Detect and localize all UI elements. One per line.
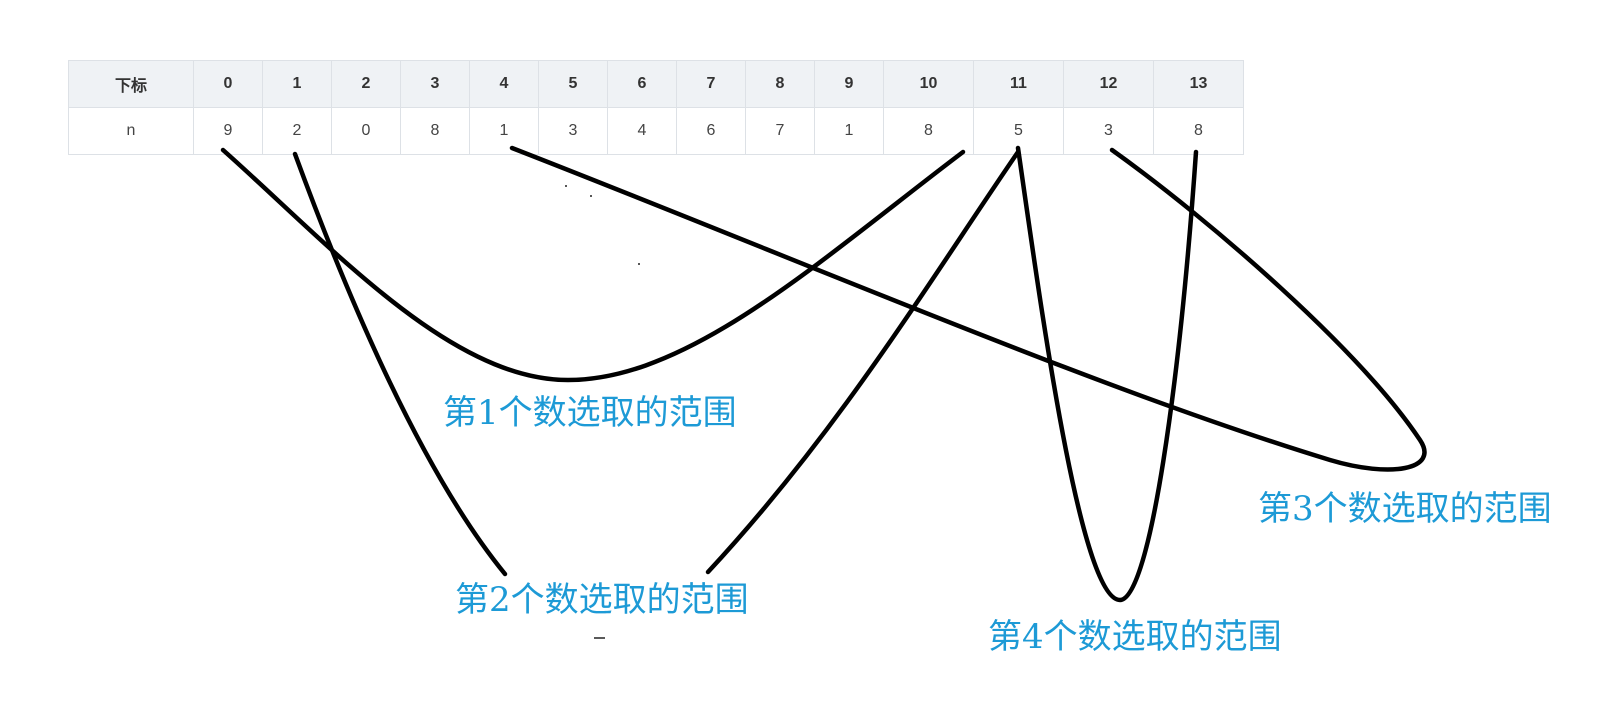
index-cell: 12 (1063, 60, 1154, 108)
value-cell: 0 (331, 107, 401, 155)
stray-mark (590, 195, 592, 197)
value-cell: 8 (1153, 107, 1244, 155)
value-cell: 4 (607, 107, 677, 155)
range3-curve (509, 145, 1427, 472)
stray-mark (638, 263, 640, 265)
row-label-cell: n (68, 107, 194, 155)
range2-curve-right (705, 149, 1021, 575)
value-cell: 6 (676, 107, 746, 155)
index-cell: 11 (973, 60, 1064, 108)
value-cell: 8 (400, 107, 470, 155)
index-cell: 8 (745, 60, 815, 108)
value-cell: 8 (883, 107, 974, 155)
index-cell: 9 (814, 60, 884, 108)
value-cell: 1 (814, 107, 884, 155)
index-cell: 7 (676, 60, 746, 108)
range4-curve (1015, 145, 1199, 603)
range3-label: 第3个数选取的范围 (1258, 489, 1552, 529)
range1-curve (220, 147, 966, 383)
index-cell: 3 (400, 60, 470, 108)
value-cell: 1 (469, 107, 539, 155)
value-cell: 3 (1063, 107, 1154, 155)
header-label-cell: 下标 (68, 60, 194, 108)
index-cell: 10 (883, 60, 974, 108)
value-cell: 3 (538, 107, 608, 155)
index-cell: 2 (331, 60, 401, 108)
index-value-table: 下标 0 1 2 3 4 5 6 7 8 9 10 11 12 13 n 9 2… (68, 60, 1244, 155)
index-cell: 5 (538, 60, 608, 108)
value-cell: 9 (193, 107, 263, 155)
stray-mark (565, 185, 567, 187)
index-cell: 6 (607, 60, 677, 108)
index-cell: 13 (1153, 60, 1244, 108)
range4-label: 第4个数选取的范围 (988, 617, 1282, 657)
value-cell: 7 (745, 107, 815, 155)
header-row: 下标 0 1 2 3 4 5 6 7 8 9 10 11 12 13 (68, 60, 1244, 108)
range2-label: 第2个数选取的范围 (455, 580, 749, 620)
value-row: n 9 2 0 8 1 3 4 6 7 1 8 5 3 8 (68, 107, 1244, 155)
index-cell: 4 (469, 60, 539, 108)
index-cell: 1 (262, 60, 332, 108)
range1-label: 第1个数选取的范围 (443, 393, 737, 433)
range2-curve-left (292, 151, 508, 577)
